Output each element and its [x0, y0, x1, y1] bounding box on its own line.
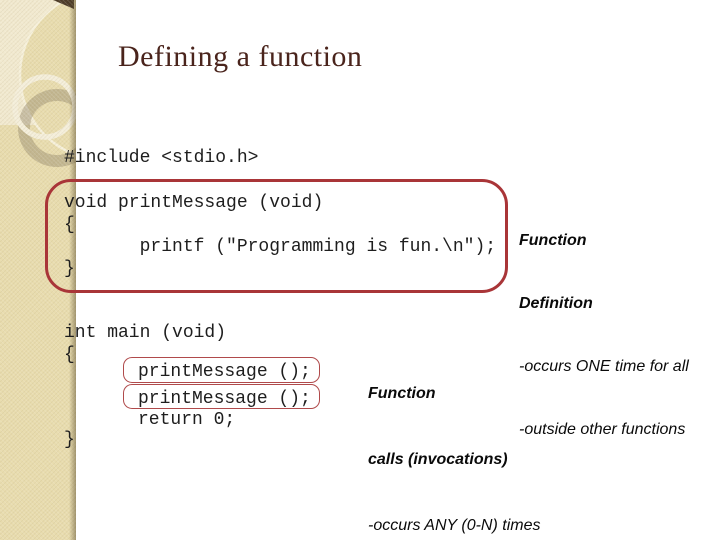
- definition-note-bullet-1: -occurs ONE time for all: [519, 358, 689, 375]
- call-highlight-box-2: printMessage ();: [123, 384, 320, 409]
- definition-note-title-1: Function: [519, 232, 587, 249]
- definition-highlight-box: [45, 179, 508, 293]
- definition-note-bullet-2: -outside other functions: [519, 421, 686, 438]
- calls-note-title-2: calls (invocations): [368, 451, 508, 468]
- code-return-line: return 0;: [138, 410, 236, 430]
- code-include-line: #include <stdio.h>: [64, 148, 259, 168]
- calls-note: Function calls (invocations) -occurs ANY…: [368, 339, 653, 540]
- calls-note-bullet-1: -occurs ANY (0-N) times: [368, 517, 541, 534]
- code-main-open-brace: {: [64, 345, 75, 365]
- slide-title: Defining a function: [118, 40, 363, 73]
- code-call-1: printMessage ();: [138, 362, 311, 382]
- calls-note-title-1: Function: [368, 385, 436, 402]
- code-main-close-brace: }: [64, 430, 75, 450]
- code-main-signature: int main (void): [64, 323, 227, 343]
- definition-note-title-2: Definition: [519, 295, 593, 312]
- code-function-definition: void printMessage (void) { printf ("Prog…: [64, 193, 497, 279]
- call-highlight-box-1: printMessage ();: [123, 357, 320, 383]
- corner-wedge-ornament: [53, 0, 74, 9]
- definition-note: Function Definition -occurs ONE time for…: [519, 188, 689, 482]
- code-call-2: printMessage ();: [138, 389, 311, 409]
- sidebar-edge-shadow: [69, 0, 76, 540]
